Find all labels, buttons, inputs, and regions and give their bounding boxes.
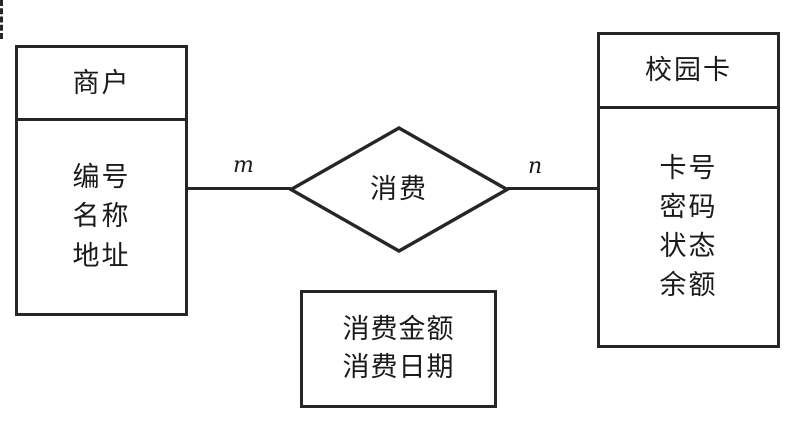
attribute-item: 密码	[659, 191, 718, 223]
attribute-item: 状态	[659, 231, 718, 262]
cardinality-label-m: m	[233, 153, 254, 178]
relationship-consume: 消费	[287, 126, 511, 253]
relationship-label: 消费	[370, 174, 428, 205]
entity-campus-card-attributes: 卡号 密码 状态 余额	[600, 109, 777, 345]
cardinality-label-n: n	[528, 154, 543, 179]
connector-relationship-to-campus-card	[507, 187, 599, 190]
entity-merchant: 商户 编号 名称 地址	[15, 45, 188, 316]
relationship-attribute-box: 消费金额 消费日期	[300, 290, 497, 408]
entity-campus-card: 校园卡 卡号 密码 状态 余额	[597, 32, 780, 348]
attribute-item: 余额	[659, 270, 718, 302]
attribute-item: 名称	[72, 201, 131, 233]
connector-relationship-to-attributes	[0, 0, 6, 39]
attribute-item: 消费日期	[342, 352, 455, 383]
diamond-shape-icon	[287, 126, 511, 253]
attribute-item: 消费金额	[342, 314, 455, 346]
attribute-item: 卡号	[659, 152, 718, 184]
entity-merchant-title: 商户	[18, 48, 185, 121]
attribute-item: 编号	[72, 162, 131, 194]
connector-merchant-to-relationship	[185, 187, 291, 190]
attribute-item: 地址	[72, 240, 131, 272]
entity-campus-card-title: 校园卡	[600, 35, 777, 109]
entity-merchant-attributes: 编号 名称 地址	[18, 121, 185, 313]
